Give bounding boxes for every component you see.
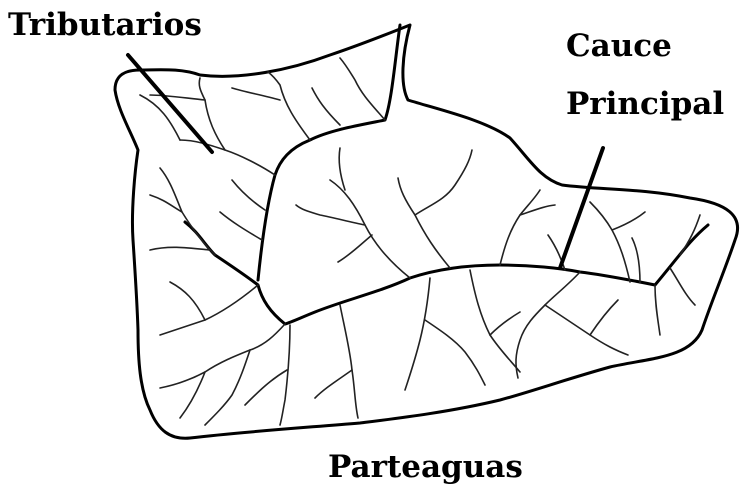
tributary <box>159 167 183 213</box>
tributary <box>654 284 661 336</box>
tributary <box>397 177 451 269</box>
tributary <box>469 269 521 373</box>
tributary <box>159 284 259 336</box>
tributary <box>611 211 646 231</box>
tributary <box>314 369 353 399</box>
tributary <box>295 204 366 226</box>
tributary <box>404 277 431 391</box>
tributary <box>547 234 566 271</box>
tributary <box>311 87 341 126</box>
tributary <box>279 324 291 426</box>
tributary <box>337 234 373 263</box>
upper-left-channel <box>256 23 402 282</box>
tributary <box>489 311 521 336</box>
tributary <box>179 139 276 176</box>
tributary <box>231 87 281 101</box>
tributary <box>339 304 359 419</box>
tributary <box>338 147 346 191</box>
tributary <box>589 299 619 336</box>
tributary <box>179 371 206 419</box>
tributarios-pointer <box>126 53 214 154</box>
tributary <box>149 246 211 251</box>
tributary <box>414 149 473 216</box>
tributary <box>149 94 206 101</box>
tributary <box>589 201 631 283</box>
tributary <box>267 71 311 141</box>
tributary <box>159 323 286 389</box>
label-parteaguas: Parteaguas <box>328 449 523 485</box>
tributary <box>424 319 486 386</box>
tributary <box>139 94 181 141</box>
tributary <box>339 57 386 121</box>
tributary <box>669 267 696 306</box>
tributary <box>244 369 288 406</box>
main-channel <box>183 220 710 326</box>
label-cauce: Cauce <box>566 28 672 64</box>
tributary <box>329 179 411 279</box>
tributary <box>219 211 263 241</box>
tributary <box>231 179 266 211</box>
cauce-principal-pointer <box>558 146 605 270</box>
tributary <box>544 304 629 356</box>
tributary <box>515 271 581 379</box>
label-tributarios: Tributarios <box>8 7 202 43</box>
tributary <box>679 214 701 256</box>
label-principal: Principal <box>566 86 725 122</box>
tributary <box>204 349 251 426</box>
tributary <box>519 204 556 216</box>
tributary <box>631 237 641 284</box>
tributary <box>169 281 206 321</box>
tributary <box>499 189 541 266</box>
